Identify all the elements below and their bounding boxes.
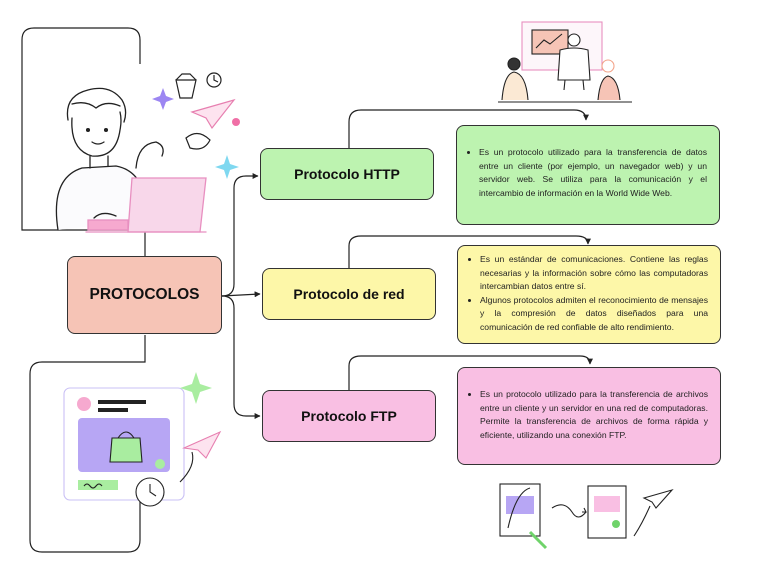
- person-with-laptop-illustration: [55, 72, 240, 233]
- info-red-bullet-1: Es un estándar de comunicaciones. Contie…: [480, 253, 708, 294]
- info-red-bullet-2: Algunos protocolos admiten el reconocimi…: [480, 294, 708, 335]
- info-box-http: Es un protocolo utilizado para la transf…: [456, 125, 720, 225]
- info-ftp-bullet-1: Es un protocolo utilizado para la transf…: [480, 388, 708, 442]
- node-protocolo-http: Protocolo HTTP: [260, 148, 434, 200]
- info-box-ftp: Es un protocolo utilizado para la transf…: [457, 367, 721, 465]
- info-http-bullet-1: Es un protocolo utilizado para la transf…: [479, 146, 707, 200]
- node-protocolo-ftp: Protocolo FTP: [262, 390, 436, 442]
- node-protocolo-de-red: Protocolo de red: [262, 268, 436, 320]
- classroom-presentation-illustration: [498, 21, 632, 103]
- online-shopping-illustration: [63, 372, 222, 507]
- main-node-protocolos: PROTOCOLOS: [67, 256, 222, 334]
- main-node-label: PROTOCOLOS: [89, 286, 200, 303]
- node-label-http: Protocolo HTTP: [294, 166, 400, 182]
- file-transfer-illustration: [499, 483, 674, 550]
- node-label-ftp: Protocolo FTP: [301, 408, 397, 424]
- info-box-red: Es un estándar de comunicaciones. Contie…: [457, 245, 721, 344]
- node-label-red: Protocolo de red: [293, 286, 405, 302]
